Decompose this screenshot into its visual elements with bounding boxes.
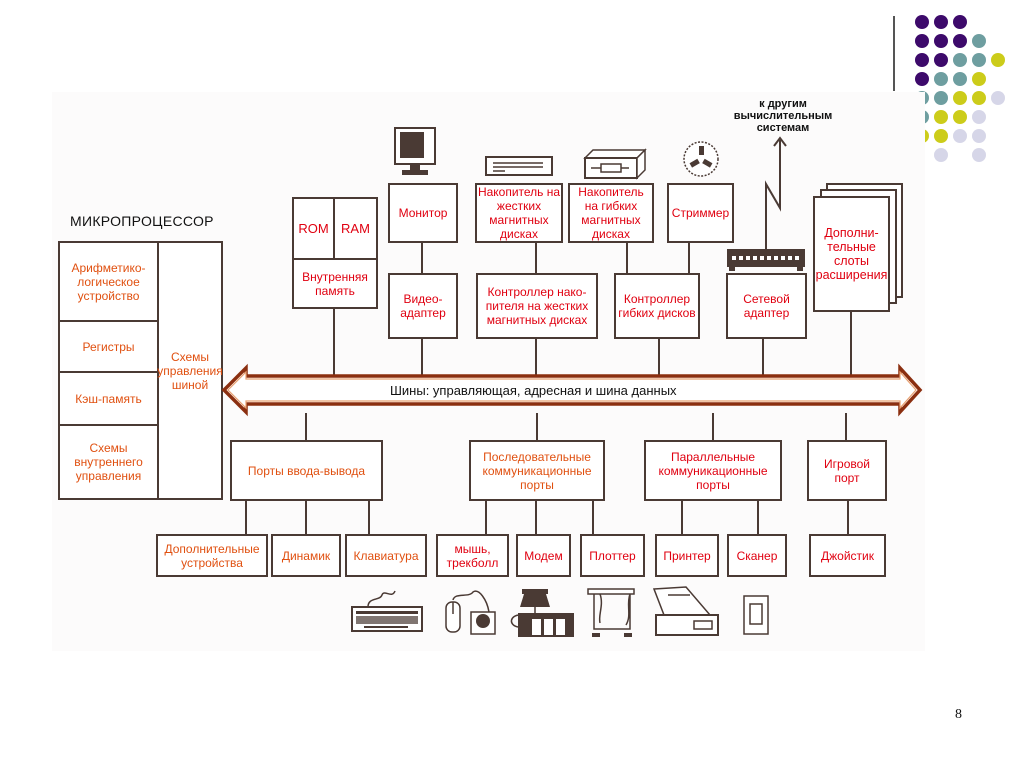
internal-memory-box: Внутренняя память	[292, 258, 378, 309]
keyboard-icon	[351, 590, 423, 632]
network-hub-icon	[727, 249, 805, 271]
decor-dot	[953, 129, 967, 143]
decor-dot	[934, 148, 948, 162]
expansion-slots-box: Дополни-тельные слоты расширения	[813, 196, 890, 312]
decor-dot	[991, 91, 1005, 105]
connector	[850, 312, 852, 375]
hdd-box: Накопитель на жестких магнитных дисках	[475, 183, 563, 243]
monitor-box: Монитор	[388, 183, 458, 243]
parallel-ports-box: Параллельные коммуникационные порты	[644, 440, 782, 501]
cache-box: Кэш-память	[58, 371, 159, 426]
connector	[757, 501, 759, 534]
tape-reel-icon	[683, 141, 719, 177]
connector	[421, 243, 423, 273]
decor-dot	[972, 148, 986, 162]
decor-dot	[991, 53, 1005, 67]
page-number: 8	[955, 707, 962, 722]
decor-dot	[953, 110, 967, 124]
decor-dot	[934, 15, 948, 29]
rom-box: ROM	[292, 197, 335, 260]
connector	[658, 339, 660, 375]
decor-dot	[953, 34, 967, 48]
connector	[535, 339, 537, 375]
registers-box: Регистры	[58, 320, 159, 373]
plotter-icon	[587, 588, 635, 637]
decor-dot	[934, 53, 948, 67]
joystick-icon	[743, 595, 769, 635]
printer-box: Принтер	[655, 534, 719, 577]
decor-dot	[972, 129, 986, 143]
bus-label: Шины: управляющая, адресная и шина данны…	[390, 383, 677, 398]
cpu-title: МИКРОПРОЦЕССОР	[70, 213, 214, 229]
modem-box: Модем	[516, 534, 571, 577]
connector	[536, 413, 538, 440]
decor-vertical-line	[893, 16, 895, 91]
decor-dot	[915, 72, 929, 86]
decor-dot	[972, 110, 986, 124]
decor-dot	[915, 34, 929, 48]
serial-ports-box: Последовательные коммуникационные порты	[469, 440, 605, 501]
decor-dot	[915, 15, 929, 29]
connector	[712, 413, 714, 440]
decor-dot	[953, 72, 967, 86]
modem-phone-icon	[510, 589, 574, 637]
connector	[681, 501, 683, 534]
decor-dot	[934, 129, 948, 143]
scanner-box: Сканер	[727, 534, 787, 577]
decor-dot	[934, 91, 948, 105]
connector	[535, 501, 537, 534]
keyboard-box: Клавиатура	[345, 534, 427, 577]
hdd-controller-box: Контроллер нако-пителя на жестких магнит…	[476, 273, 598, 339]
joystick-box: Джойстик	[809, 534, 886, 577]
streamer-box: Стриммер	[667, 183, 734, 243]
ram-box: RAM	[333, 197, 378, 260]
mouse-box: мышь, трекболл	[436, 534, 509, 577]
connector	[847, 501, 849, 534]
connector	[368, 501, 370, 534]
system-bus-arrow	[221, 363, 923, 417]
connector	[688, 243, 690, 273]
connector	[245, 501, 247, 534]
connector	[535, 243, 537, 273]
printer-icon	[652, 586, 719, 636]
decor-dot	[953, 53, 967, 67]
network-adapter-box: Сетевой адаптер	[726, 273, 807, 339]
connector	[421, 339, 423, 375]
io-ports-box: Порты ввода-вывода	[230, 440, 383, 501]
connector	[845, 413, 847, 440]
mouse-trackball-icon	[445, 590, 496, 635]
decor-dot	[953, 91, 967, 105]
decor-dot	[972, 34, 986, 48]
connector	[485, 501, 487, 534]
fdd-box: Накопитель на гибких магнитных дисках	[568, 183, 654, 243]
connector	[762, 339, 764, 375]
decor-dot	[934, 72, 948, 86]
hdd-icon	[485, 156, 553, 176]
network-link-icon	[765, 136, 787, 254]
video-adapter-box: Видео-адаптер	[388, 273, 458, 339]
connector	[333, 309, 335, 375]
game-port-box: Игровой порт	[807, 440, 887, 501]
bus-control-box: Схемы управления шиной	[157, 241, 223, 500]
plotter-box: Плоттер	[580, 534, 645, 577]
decor-dot	[972, 72, 986, 86]
decor-dot	[972, 91, 986, 105]
decor-dot	[915, 53, 929, 67]
floppy-drive-icon	[583, 148, 647, 180]
monitor-icon	[394, 127, 436, 175]
fdd-controller-box: Контроллер гибких дисков	[614, 273, 700, 339]
network-label: к другим вычислительным системам	[733, 98, 833, 134]
decor-dot	[953, 15, 967, 29]
speaker-box: Динамик	[271, 534, 341, 577]
decor-dot	[972, 53, 986, 67]
internal-control-box: Схемы внутреннего управления	[58, 424, 159, 500]
connector	[305, 413, 307, 440]
extra-devices-box: Дополнительные устройства	[156, 534, 268, 577]
connector	[626, 243, 628, 273]
connector	[305, 501, 307, 534]
decor-dot	[934, 34, 948, 48]
decor-dot	[934, 110, 948, 124]
alu-box: Арифметико-логическое устройство	[58, 241, 159, 322]
connector	[592, 501, 594, 534]
